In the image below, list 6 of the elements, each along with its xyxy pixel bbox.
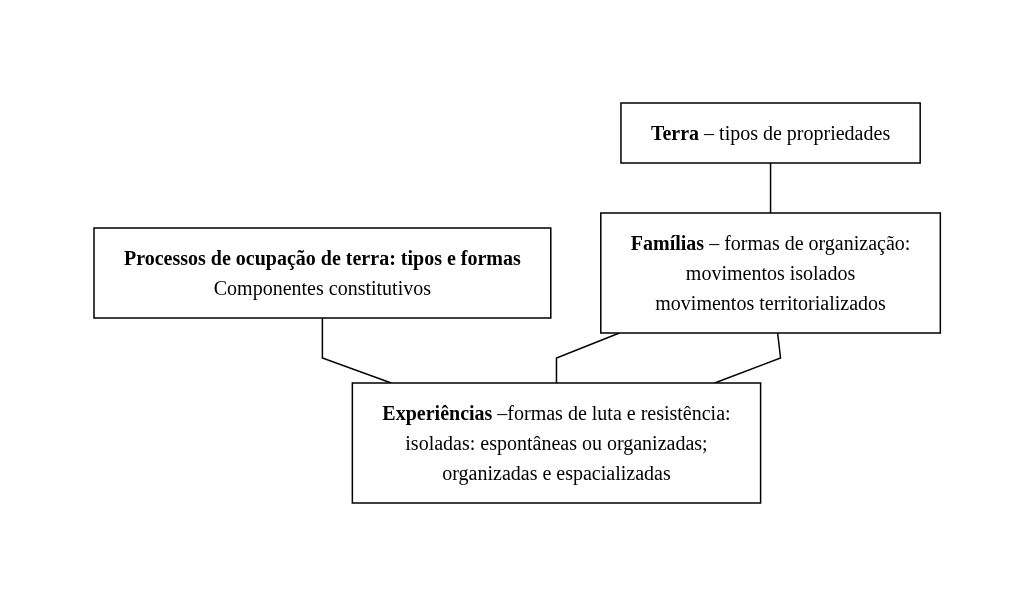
connector — [770, 162, 772, 214]
node-box: Terra – tipos de propriedades — [620, 102, 922, 164]
node-box: Experiências –formas de luta e resistência: isoladas: espontâneas ou organizadas; organizadas e espacializadas — [351, 382, 762, 504]
node-box: Famílias – formas de organização: movimentos isolados movimentos territorializados — [600, 212, 942, 334]
connector — [714, 332, 782, 384]
node-box: Processos de ocupação de terra: tipos e formas Componentes constitutivos — [93, 227, 552, 319]
